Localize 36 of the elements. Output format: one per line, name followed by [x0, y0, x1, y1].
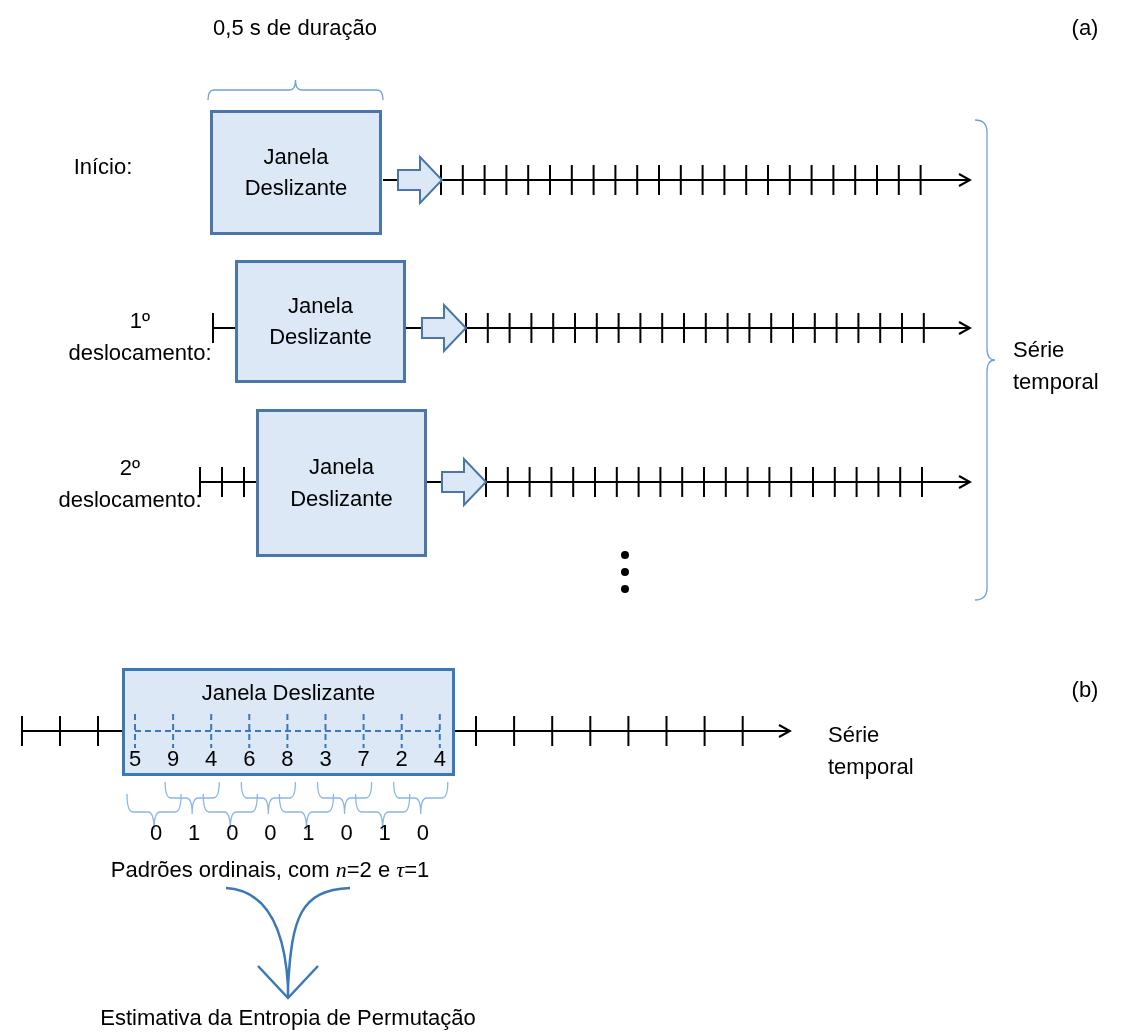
ordinal-pattern: 1 [188, 819, 201, 848]
window-box [122, 668, 455, 776]
sample-value: 9 [166, 745, 180, 774]
sample-value: 8 [281, 745, 294, 774]
box-title: Janela Deslizante [268, 291, 373, 352]
ordinal-pattern: 0 [226, 819, 239, 848]
ordinal-pattern: 1 [302, 819, 315, 848]
sample-value: 3 [319, 745, 332, 774]
arrow [224, 886, 351, 1000]
text-label: Série temporal [828, 721, 915, 781]
sample-value: 2 [395, 745, 408, 774]
sample-value: 4 [433, 745, 446, 774]
window-box [210, 110, 382, 235]
ordinal-pattern: 0 [149, 819, 163, 848]
text-label: Série temporal [1013, 336, 1100, 396]
text-label: 0,5 s de duração [213, 14, 377, 43]
sample-value: 5 [128, 745, 142, 774]
ordinal-pattern: 0 [340, 819, 353, 848]
ordinal-pattern: 0 [264, 819, 277, 848]
ordinal-pattern: 1 [378, 819, 391, 848]
text-label: 1º deslocamento: [67, 307, 213, 367]
window-box [235, 260, 406, 383]
text-label: Estimativa da Entropia de Permutação [100, 1002, 476, 1034]
text-label: (a) [1071, 14, 1099, 43]
text-label: 2º deslocamento: [57, 454, 203, 514]
sample-value: 7 [357, 745, 370, 774]
text-label: Início: [73, 153, 133, 182]
text-label: (b) [1071, 676, 1099, 705]
text-label: Padrões ordinais, com n=2 e τ=1 [110, 854, 430, 886]
sample-value: 6 [243, 745, 256, 774]
box-title: Janela Deslizante [289, 453, 394, 513]
window-box [256, 409, 427, 557]
sample-value: 4 [205, 745, 218, 774]
ordinal-pattern: 0 [416, 819, 429, 848]
box-title: Janela Deslizante [243, 142, 349, 203]
box-title: Janela Deslizante [200, 679, 377, 707]
